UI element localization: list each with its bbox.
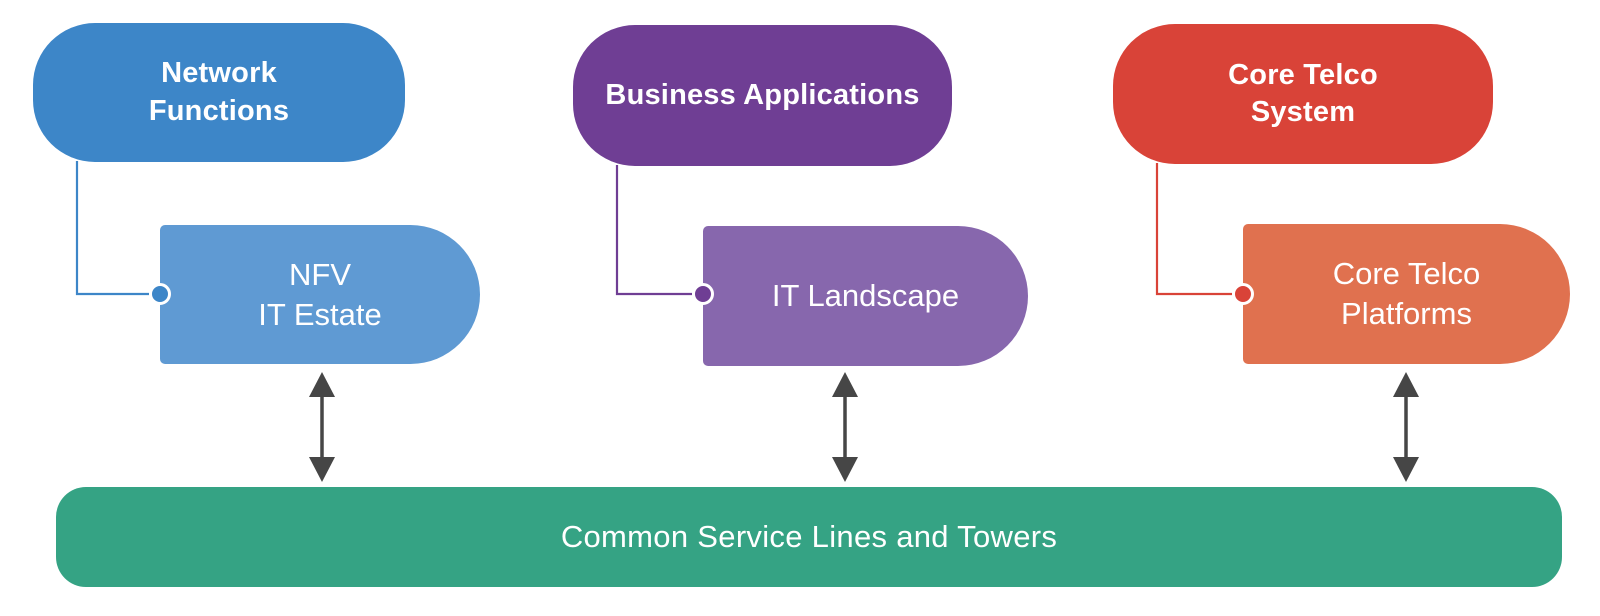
box-label-line: NFV <box>289 256 351 292</box>
box-it-landscape: IT Landscape <box>703 226 1028 366</box>
box-label-line: IT Landscape <box>771 278 960 314</box>
box-core-telco-system: Core Telco System <box>1113 24 1493 164</box>
box-label-line: Business Applications <box>605 78 920 111</box>
bidirectional-arrow-business-icon <box>832 372 858 482</box>
connector-network <box>75 161 171 305</box>
box-label-line: IT Estate <box>258 296 382 332</box>
box-core-telco-platforms: Core Telco Platforms <box>1243 224 1570 364</box>
box-business-applications: Business Applications <box>573 25 952 166</box>
connector-business <box>615 165 714 305</box>
bidirectional-arrow-network-icon <box>309 372 335 482</box>
box-network-functions: Network Functions <box>33 23 405 162</box>
box-label-line: Network <box>161 57 277 90</box>
bidirectional-arrow-telco-icon <box>1393 372 1419 482</box>
box-nfv-it-estate: NFV IT Estate <box>160 225 480 364</box>
box-label-line: Functions <box>148 94 290 127</box>
foundation-bar-common-service-lines: Common Service Lines and Towers <box>56 487 1562 587</box>
box-label-line: Platforms <box>1341 296 1472 331</box>
foundation-bar-label: Common Service Lines and Towers <box>560 519 1058 554</box>
connector-telco <box>1155 163 1254 305</box>
box-label-line: Core Telco <box>1332 256 1481 292</box>
box-label-line: Core Telco <box>1228 58 1378 91</box>
box-label-line: System <box>1250 96 1356 128</box>
